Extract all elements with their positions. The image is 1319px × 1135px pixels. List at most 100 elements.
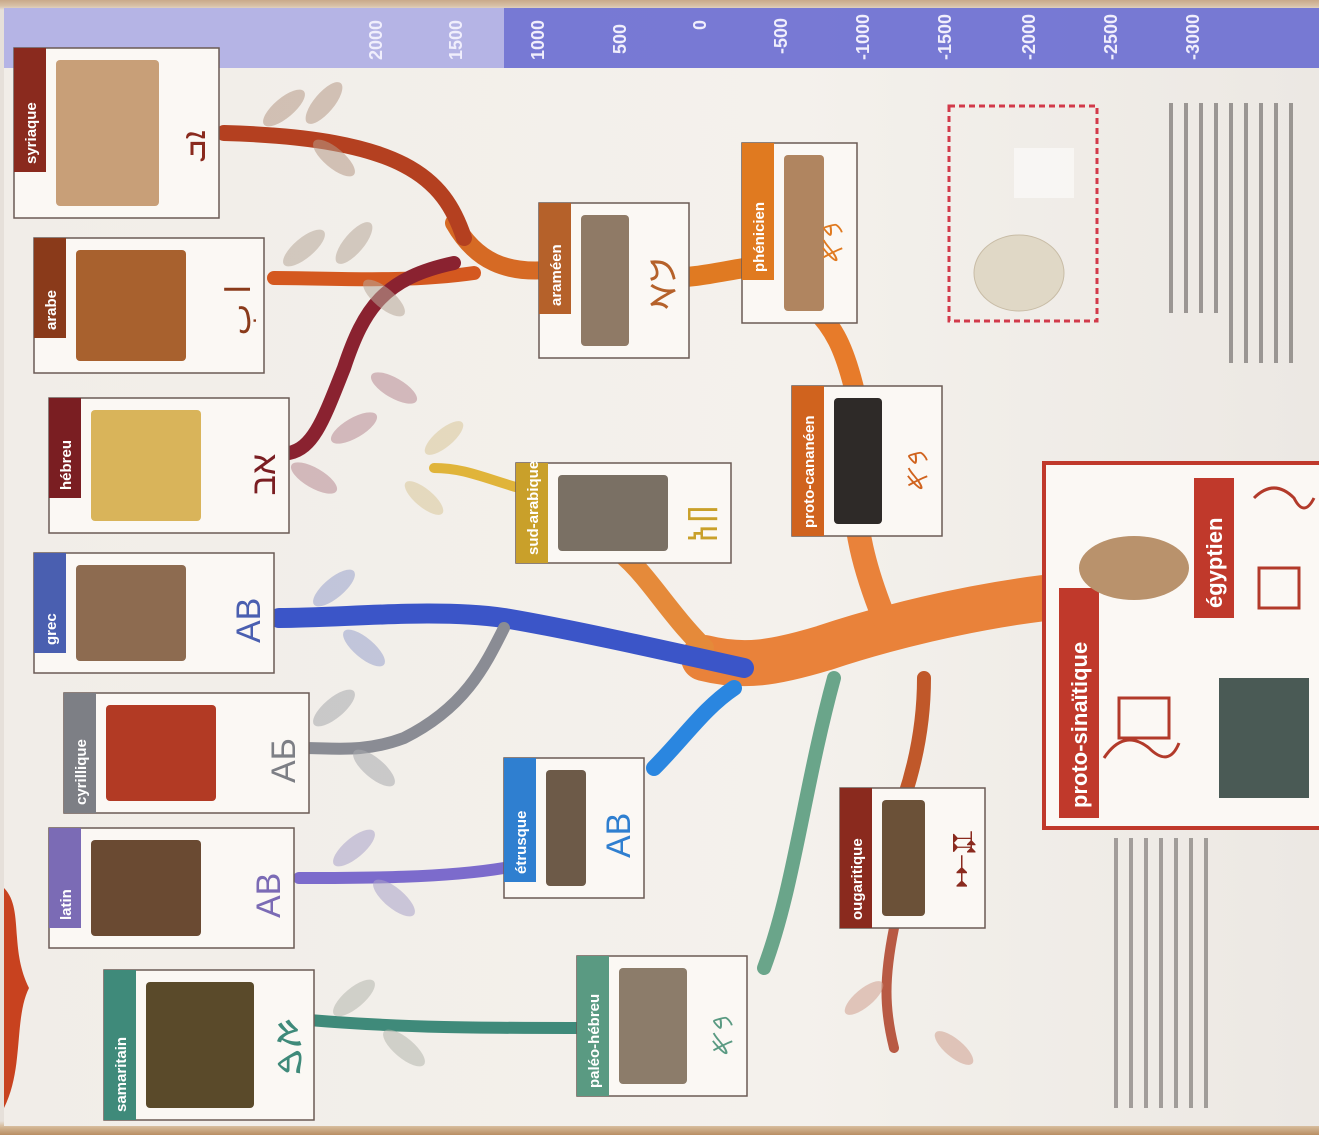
card-glyph-phenicien: 𐤁𐤀 [813,222,851,263]
card-sudarabique: sud-arabique𐩨𐩱 [516,461,731,563]
timeline-label: -2500 [1101,14,1121,60]
leaf [420,416,468,461]
card-photo [146,982,254,1108]
card-photo [76,250,186,361]
card-etrusque: étrusqueAB [504,758,644,898]
branch-to-syriaque [224,133,464,238]
card-label-grec: grec [43,613,60,645]
text-line [1144,838,1148,1108]
branch-sudarabique-top [434,468,519,488]
card-glyph-grec: AB [230,598,268,643]
branch-to-samaritain [309,1020,579,1028]
card-glyph-sudarabique: 𐩨𐩱 [687,505,725,544]
leaf [338,624,391,673]
leaf [330,217,379,270]
leaf [400,476,448,521]
statue-photo [1219,678,1309,798]
leaf [300,77,349,130]
card-label-hebreu: hébreu [58,440,75,490]
card-phenicien: phénicien 𐤁𐤀 [742,143,857,323]
card-protocananeen: proto-cananéen 𐤁𐤀 [792,386,942,536]
card-photo [76,565,186,661]
card-photo [546,770,586,886]
branch-to-cyrillique [304,628,504,749]
text-line [1184,103,1188,313]
card-latin: latin AB [49,828,294,948]
card-photo [882,800,925,916]
leaf [326,406,381,449]
card-label-latin: latin [58,889,75,920]
leaf [328,824,381,873]
text-line [1229,103,1233,363]
root-label-second: égyptien [1202,518,1227,608]
text-line [1129,838,1133,1108]
text-line [1174,838,1178,1108]
card-label-arameen: araméen [548,244,565,306]
card-photo [91,840,201,936]
card-glyph-protocananeen: 𐤁𐤀 [898,450,936,491]
card-paleohebreu: paléo-hébreu 𐤁𐤀 [577,956,747,1096]
poster-illustration: 2000 1500 1000 500 0 -500 -1000 -1500 -2… [4,8,1319,1126]
card-photo [619,968,687,1084]
card-glyph-paleohebreu: 𐤁𐤀 [703,1015,741,1056]
text-line [1259,103,1263,363]
card-label-samaritain: samaritain [113,1037,130,1112]
sphinx-statue-photo [1079,536,1189,600]
leaf [840,976,888,1021]
timeline-label: 2000 [366,20,386,60]
card-label-phenicien: phénicien [751,202,768,272]
card-label-cyrillique: cyrillique [73,739,90,805]
seal-tablet-photo [974,235,1064,311]
timeline-label: 1000 [528,20,548,60]
card-glyph-latin: AB [250,873,288,918]
card-photo [91,410,201,521]
text-line [1289,103,1293,363]
leaf [278,224,331,273]
detail-glyph-block [1014,148,1074,198]
root-label-main: proto-sinaïtique [1067,642,1092,808]
text-line [1244,103,1248,363]
timeline-label: -1500 [935,14,955,60]
branch-to-latin [299,868,504,878]
leaf [366,366,421,409]
decorative-red-strip [4,888,29,1108]
card-glyph-hebreu: אב [245,454,283,496]
card-glyph-arabe: ا ب [220,285,258,336]
card-label-syriaque: syriaque [23,102,40,164]
card-label-protocananeen: proto-cananéen [801,415,818,528]
timeline-label: -3000 [1183,14,1203,60]
timeline-label: -500 [771,18,791,54]
card-glyph-syriaque: ܐܒ [175,130,213,163]
branch-to-paleohebreu [764,678,834,968]
timeline-label: 0 [690,20,710,30]
card-photo [581,215,629,346]
card-photo [558,475,668,551]
root-box: proto-sinaïtique égyptien [1044,463,1319,828]
timeline-label: -2000 [1019,14,1039,60]
card-photo [106,705,216,801]
card-cyrillique: cyrilliqueАБ [64,693,309,813]
cards-layer: syriaqueܐܒarabeا بhébreuאבgrecABcyrilliq… [14,48,985,1120]
timeline-label: -1000 [853,14,873,60]
card-samaritain: samaritain ࠀࠁ [104,970,314,1120]
card-syriaque: syriaque ܐܒ [14,48,219,218]
card-hebreu: hébreu אב [49,398,289,533]
text-line [1214,103,1218,313]
card-label-paleohebreu: paléo-hébreu [586,994,603,1088]
text-line [1199,103,1203,313]
card-label-ougaritique: ougaritique [849,838,866,920]
card-glyph-ougaritique: 𐎀𐎁 [941,830,979,888]
timeline-label: 1500 [446,20,466,60]
card-label-etrusque: étrusque [513,811,530,874]
text-line [1159,838,1163,1108]
card-photo [834,398,882,524]
text-line [1114,838,1118,1108]
body-text-right [1169,103,1293,363]
branch-to-arabe [274,273,474,279]
branch-to-etrusque [654,688,734,768]
card-glyph-samaritain: ࠀࠁ [270,1017,308,1075]
text-line [1169,103,1173,313]
body-text-bottom [1114,838,1208,1108]
text-line [1204,838,1208,1108]
leaf [258,84,311,133]
